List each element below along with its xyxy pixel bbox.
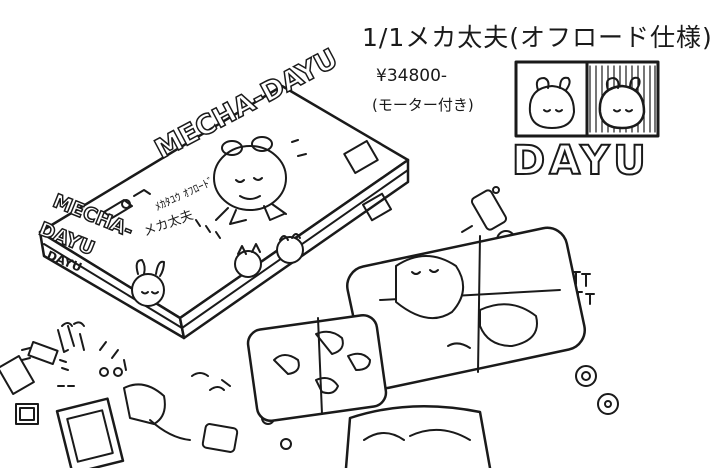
motor-included-note: (モーター付き) — [372, 96, 474, 114]
kit-box — [38, 84, 410, 340]
illustration-canvas: 1/1メカ太夫(オフロード仕様) ¥34800- (モーター付き) DAYU M… — [0, 23, 712, 468]
box-mascot — [213, 136, 287, 225]
sprue-runner-bottom — [344, 404, 492, 468]
line-drawing — [0, 60, 660, 468]
dayu-logo — [514, 60, 660, 138]
side-mascots — [131, 233, 304, 307]
sprue-runner-small — [246, 313, 388, 423]
motor-part — [461, 186, 508, 233]
page-title: 1/1メカ太夫(オフロード仕様) — [362, 23, 713, 52]
logo-wordmark: DAYU — [511, 137, 650, 185]
loose-parts — [0, 321, 239, 468]
price-label: ¥34800- — [376, 66, 448, 86]
sprue-runner-large — [346, 226, 586, 390]
